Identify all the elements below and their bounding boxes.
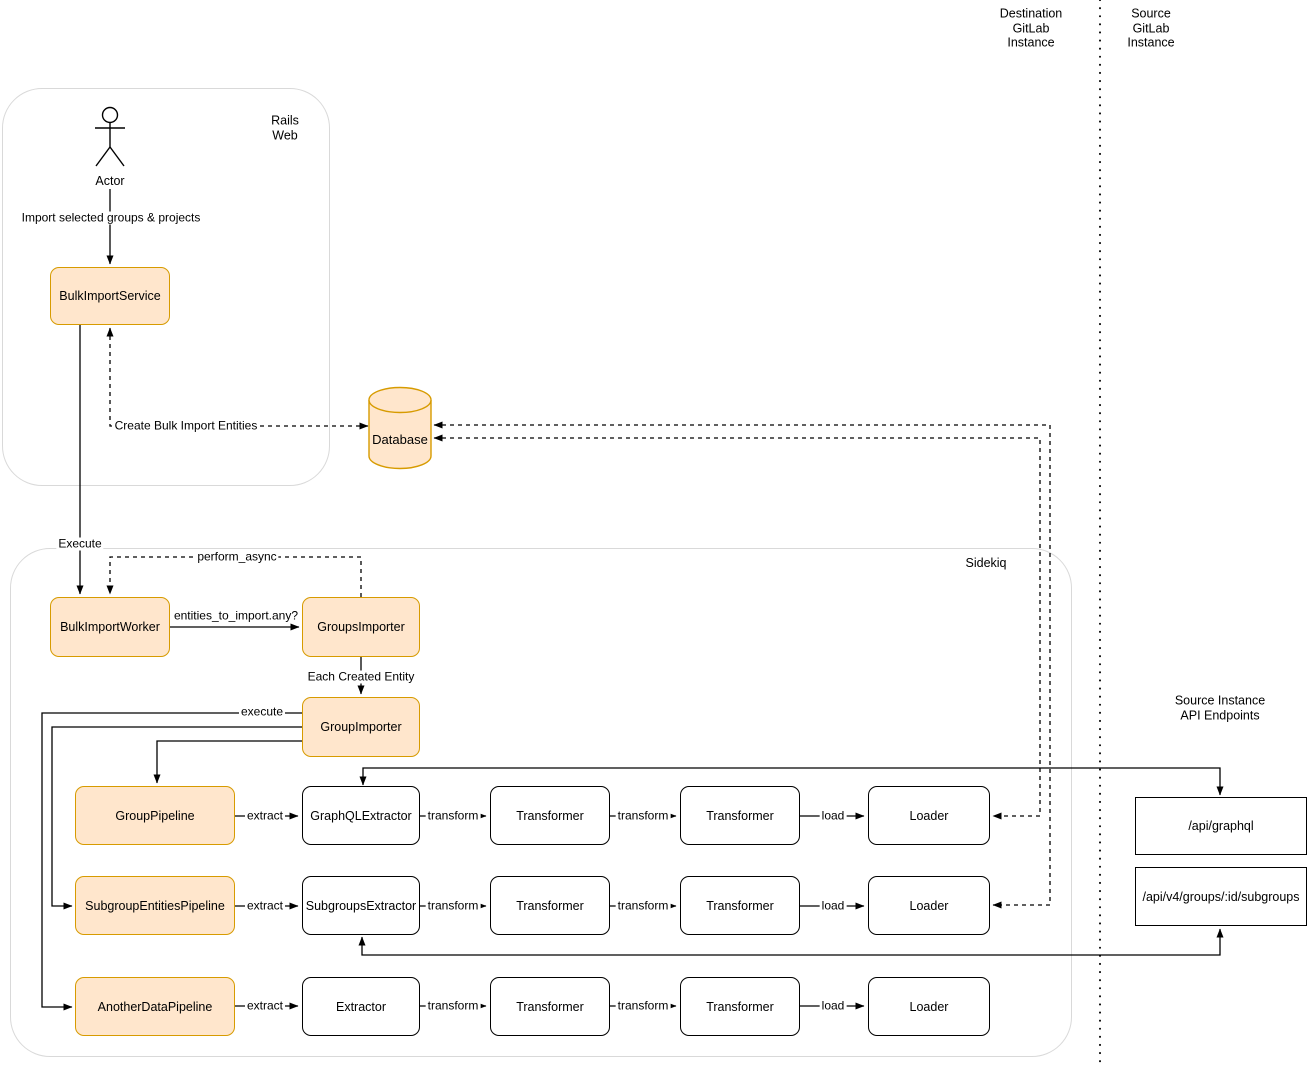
arrow-execute-group-pipeline xyxy=(153,740,302,784)
edge-label-load-row2: load xyxy=(819,898,847,913)
edge-label-transform1-row2: transform xyxy=(425,898,481,913)
edge-label-transform1-row1: transform xyxy=(425,808,481,823)
edge-label-transform2-row3: transform xyxy=(615,998,671,1013)
edge-label-transform1-row3: transform xyxy=(425,998,481,1013)
arrow-database-loader-row2 xyxy=(433,421,1051,909)
node-transformer-row2-b: Transformer xyxy=(680,876,800,935)
edge-label-load-row1: load xyxy=(819,808,847,823)
rails-web-container-label: Rails Web xyxy=(271,113,299,143)
node-transformer-row3-a: Transformer xyxy=(490,977,610,1036)
edge-label-execute-pipeline: execute xyxy=(238,704,286,719)
node-bulk-import-worker: BulkImportWorker xyxy=(50,597,170,657)
arrow-create-bulk-import-entities xyxy=(106,327,369,430)
sidekiq-container-label: Sidekiq xyxy=(965,555,1007,570)
node-transformer-row1-a: Transformer xyxy=(490,786,610,845)
arrow-graphql-extractor-endpoint xyxy=(359,767,1224,796)
edge-label-extract-row1: extract xyxy=(244,808,286,823)
edge-label-extract-row2: extract xyxy=(244,898,286,913)
arrow-perform-async xyxy=(106,556,362,597)
node-extractor: Extractor xyxy=(302,977,420,1036)
edge-label-entities-to-import-any: entities_to_import.any? xyxy=(171,608,301,623)
node-group-pipeline: GroupPipeline xyxy=(75,786,235,845)
actor-label: Actor xyxy=(95,173,125,188)
arrow-database-loader-row1 xyxy=(433,434,1041,820)
node-loader-row1: Loader xyxy=(868,786,990,845)
edge-label-create-bulk-import-entities: Create Bulk Import Entities xyxy=(112,418,260,433)
edge-label-import-selected: Import selected groups & projects xyxy=(19,210,203,225)
node-transformer-row3-b: Transformer xyxy=(680,977,800,1036)
node-loader-row3: Loader xyxy=(868,977,990,1036)
node-api-subgroups-endpoint: /api/v4/groups/:id/subgroups xyxy=(1135,867,1307,926)
destination-instance-label: Destination GitLab Instance xyxy=(999,6,1063,50)
database-icon xyxy=(368,386,432,470)
node-bulk-import-service: BulkImportService xyxy=(50,267,170,325)
node-transformer-row1-b: Transformer xyxy=(680,786,800,845)
edge-label-transform2-row1: transform xyxy=(615,808,671,823)
actor-icon xyxy=(95,106,125,167)
arrow-execute-another-data-pipeline xyxy=(41,712,302,1011)
rails-web-container xyxy=(2,88,330,486)
node-group-importer: GroupImporter xyxy=(302,697,420,757)
node-loader-row2: Loader xyxy=(868,876,990,935)
source-instance-label: Source GitLab Instance xyxy=(1127,6,1175,50)
arrow-execute-subgroup-entities-pipeline xyxy=(51,726,302,910)
edge-label-transform2-row2: transform xyxy=(615,898,671,913)
node-another-data-pipeline: AnotherDataPipeline xyxy=(75,977,235,1036)
database-label: Database xyxy=(372,431,428,447)
edge-label-extract-row3: extract xyxy=(244,998,286,1013)
api-endpoints-title: Source Instance API Endpoints xyxy=(1174,693,1266,723)
edge-label-each-created-entity: Each Created Entity xyxy=(305,669,417,684)
node-graphql-extractor: GraphQLExtractor xyxy=(302,786,420,845)
arrow-subgroups-extractor-endpoint xyxy=(358,928,1224,956)
node-subgroups-extractor: SubgroupsExtractor xyxy=(302,876,420,935)
edge-label-load-row3: load xyxy=(819,998,847,1013)
node-api-graphql-endpoint: /api/graphql xyxy=(1135,797,1307,855)
edge-label-perform-async: perform_async xyxy=(195,549,279,564)
node-subgroup-entities-pipeline: SubgroupEntitiesPipeline xyxy=(75,876,235,935)
edge-label-execute-worker: Execute xyxy=(56,536,104,551)
node-groups-importer: GroupsImporter xyxy=(302,597,420,657)
node-transformer-row2-a: Transformer xyxy=(490,876,610,935)
